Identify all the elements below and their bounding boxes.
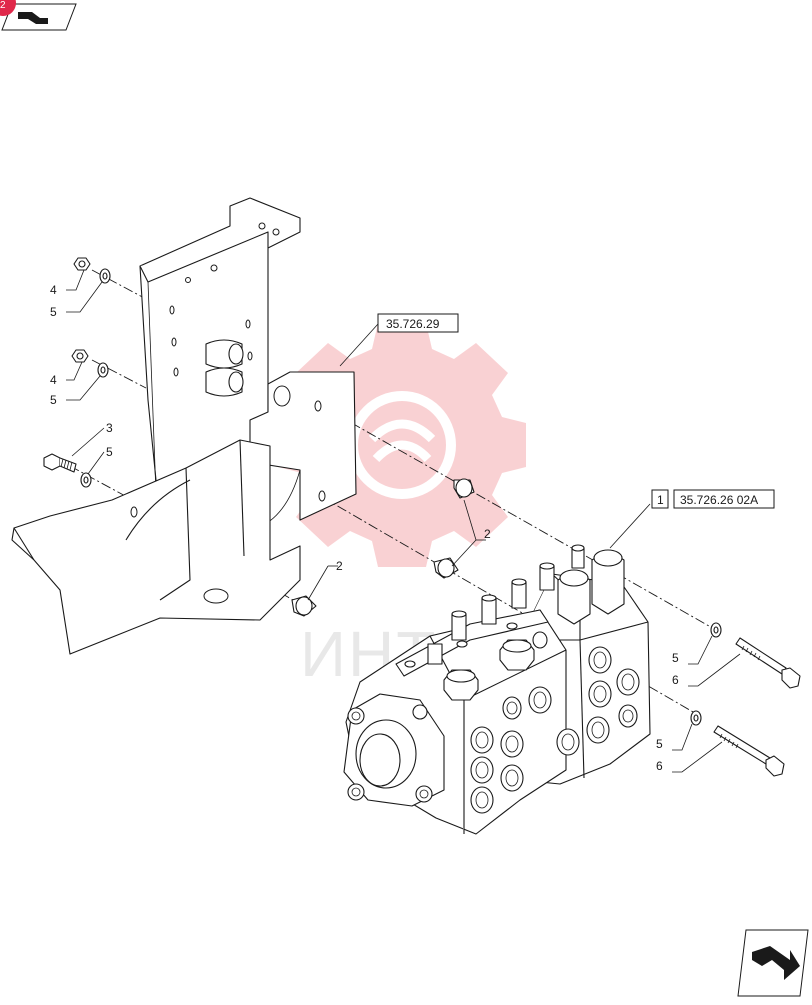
washer-bolt bbox=[80, 472, 92, 488]
callout-labels: 4 5 4 5 3 5 2 2 5 6 5 6 bbox=[50, 283, 679, 773]
valve-spools bbox=[404, 544, 585, 668]
spacer-right-lower bbox=[433, 557, 459, 579]
corner-badge: 2 bbox=[0, 0, 16, 16]
ref-box-index: 1 bbox=[657, 493, 664, 507]
bolt-short bbox=[43, 453, 77, 473]
callout-label: 5 bbox=[672, 651, 679, 665]
nut-middle bbox=[71, 349, 89, 363]
callout-label: 5 bbox=[656, 737, 663, 751]
spacer-right-upper bbox=[453, 478, 475, 499]
callout-label: 3 bbox=[106, 421, 113, 435]
next-page-arrow-icon[interactable] bbox=[737, 929, 809, 997]
callout-label: 5 bbox=[50, 393, 57, 407]
callout-label: 5 bbox=[106, 445, 113, 459]
control-valve bbox=[343, 544, 651, 835]
callout-label: 5 bbox=[50, 305, 57, 319]
callout-label: 4 bbox=[50, 373, 57, 387]
valve-caps bbox=[443, 549, 625, 701]
nut-upper bbox=[73, 257, 91, 271]
book-arrow-icon[interactable] bbox=[1, 3, 77, 31]
valve-ports bbox=[470, 631, 640, 814]
washer-middle bbox=[97, 362, 109, 378]
washer-long-lower bbox=[690, 710, 702, 726]
ref-box-text: 35.726.26 02A bbox=[680, 493, 758, 507]
spacer-bracket bbox=[291, 595, 317, 617]
bolt-long-upper bbox=[735, 637, 801, 689]
bolt-long-lower bbox=[713, 725, 785, 777]
callout-label: 2 bbox=[336, 559, 343, 573]
callout-label: 6 bbox=[656, 759, 663, 773]
washer-upper bbox=[99, 268, 111, 284]
valve-inlet-cover bbox=[343, 693, 445, 807]
callout-label: 4 bbox=[50, 283, 57, 297]
callout-label: 6 bbox=[672, 673, 679, 687]
svg-text:2: 2 bbox=[0, 0, 6, 11]
washer-long-upper bbox=[710, 622, 722, 638]
mounting-bracket bbox=[11, 197, 357, 655]
callout-label: 2 bbox=[484, 527, 491, 541]
ref-box-35-726-26-02a[interactable]: 1 35.726.26 02A bbox=[651, 489, 775, 509]
ref-box-text: 35.726.29 bbox=[386, 317, 440, 331]
ref-box-35-726-29[interactable]: 35.726.29 bbox=[377, 313, 459, 333]
leader-lines bbox=[66, 269, 741, 773]
